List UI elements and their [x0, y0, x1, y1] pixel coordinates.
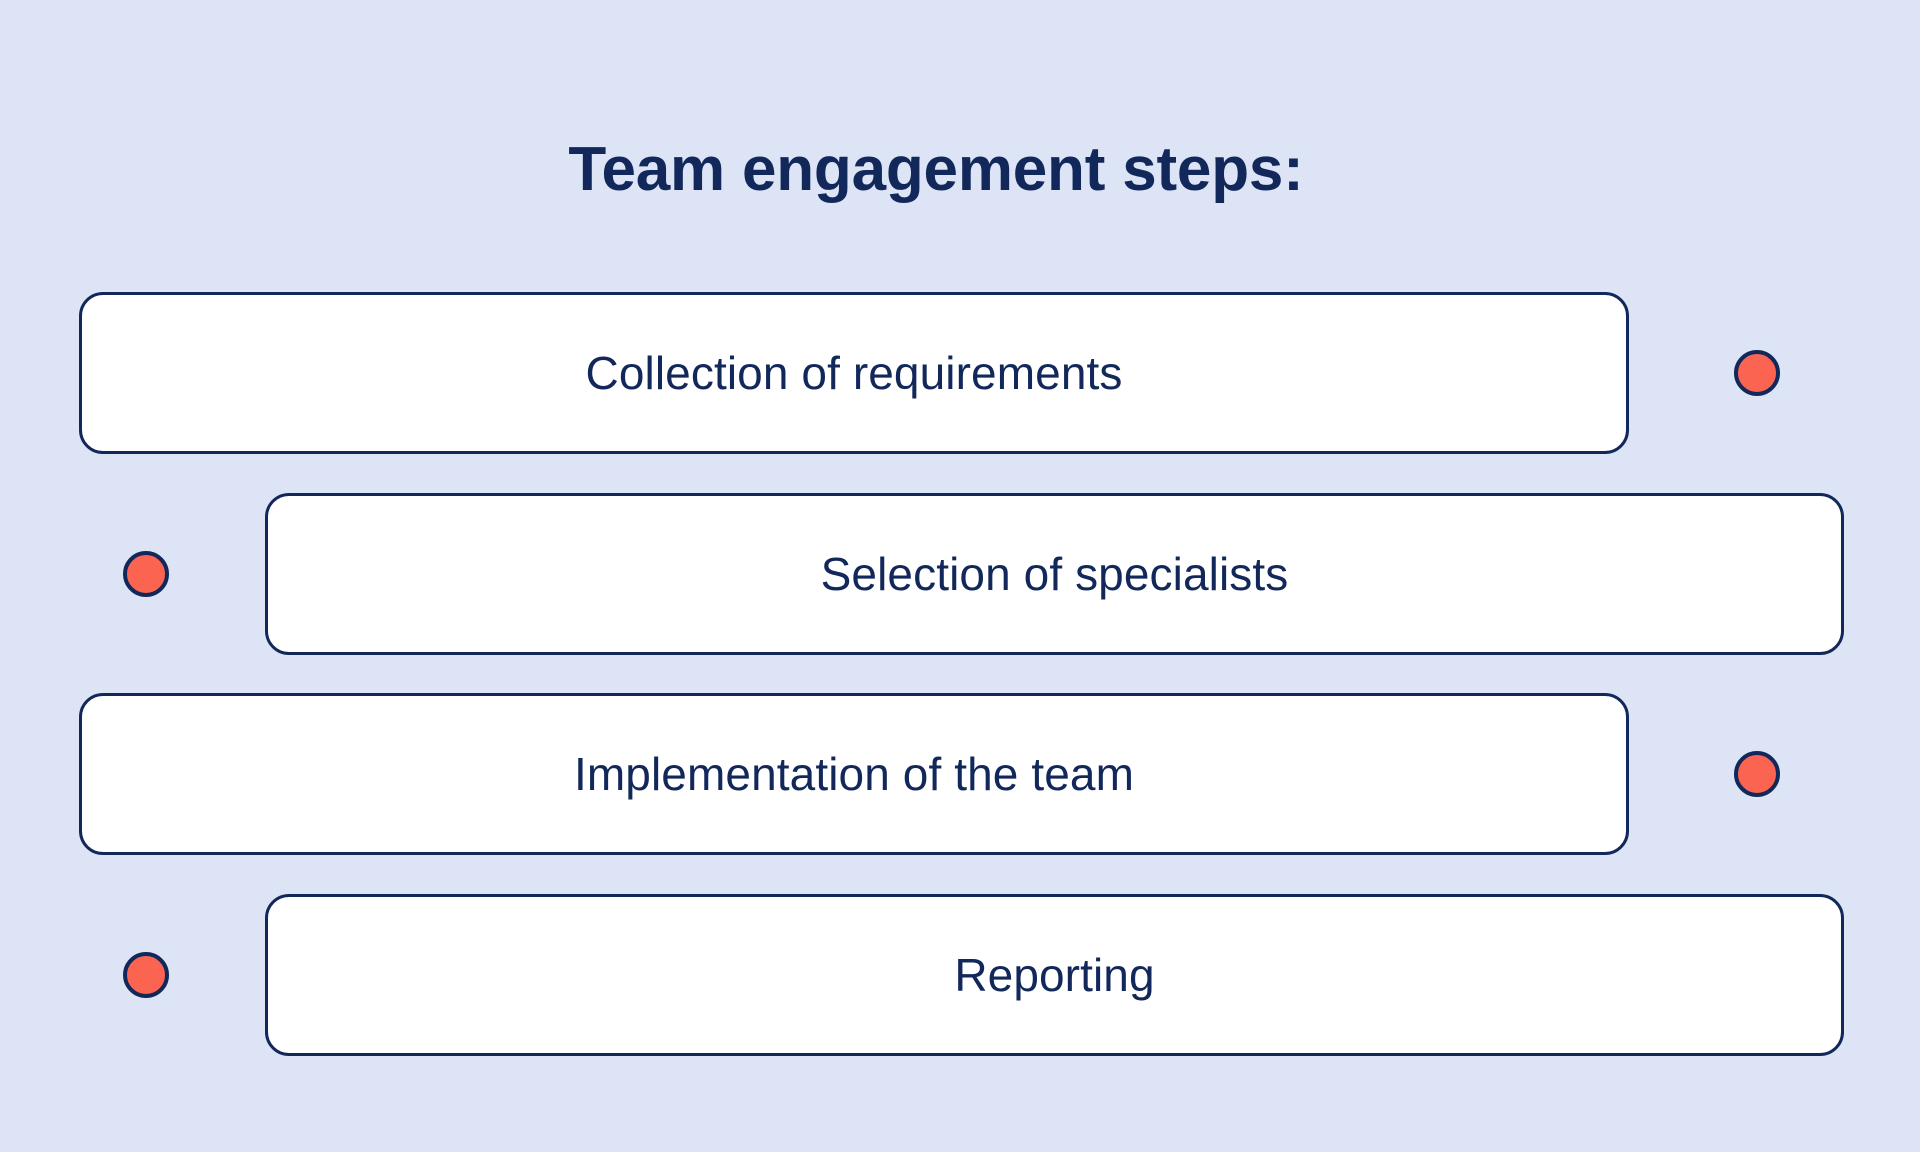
step-card-2[interactable]: Selection of specialists	[265, 493, 1844, 655]
bullet-dot-icon	[123, 551, 169, 597]
page-title: Team engagement steps:	[568, 134, 1304, 204]
step-label-4: Reporting	[954, 949, 1155, 1001]
step-label-1: Collection of requirements	[585, 347, 1123, 399]
step-card-3[interactable]: Implementation of the team	[79, 693, 1629, 855]
step-card-1[interactable]: Collection of requirements	[79, 292, 1629, 454]
step-row[interactable]: Implementation of the team	[79, 693, 1780, 855]
bullet-dot-icon	[1734, 751, 1780, 797]
bullet-dot-icon	[1734, 350, 1780, 396]
step-row[interactable]: Collection of requirements	[79, 292, 1780, 454]
step-label-3: Implementation of the team	[573, 748, 1134, 800]
step-row[interactable]: Selection of specialists	[123, 493, 1844, 655]
step-label-2: Selection of specialists	[820, 548, 1289, 600]
bullet-dot-icon	[123, 952, 169, 998]
step-card-4[interactable]: Reporting	[265, 894, 1844, 1056]
step-row[interactable]: Reporting	[123, 894, 1844, 1056]
